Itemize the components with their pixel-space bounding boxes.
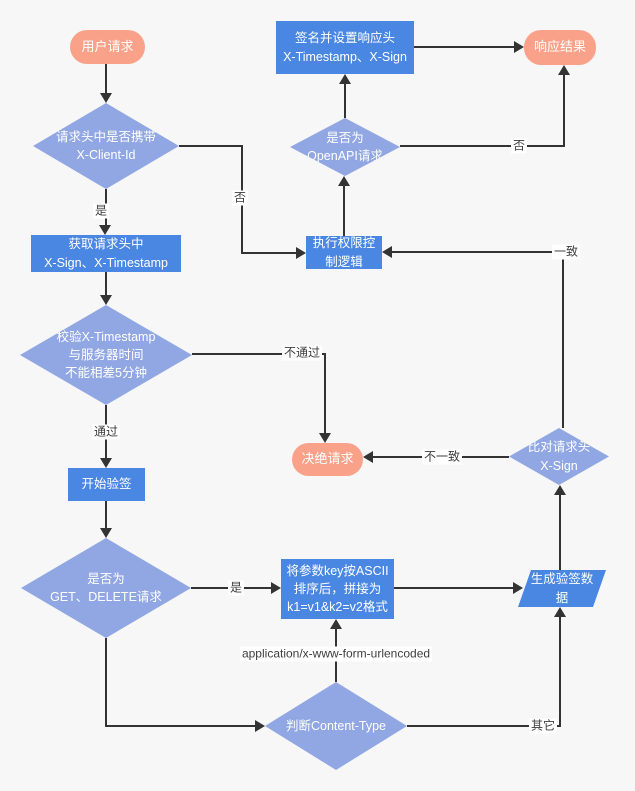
edge-openapi-to-sign-arrowhead-icon <box>339 74 351 84</box>
edge-label-sign-match: 一致 <box>551 244 581 260</box>
edge-contenttype-form-arrowhead-icon <box>330 619 342 629</box>
edge-clientid-no-line-h2 <box>241 252 297 254</box>
node-check-get-delete-label: 是否为 GET、DELETE请求 <box>50 571 162 604</box>
edge-sign-to-result-line <box>414 46 515 48</box>
edge-user-to-clientid-arrowhead-icon <box>100 93 112 103</box>
edge-timestamp-fail-arrowhead-icon <box>319 433 331 443</box>
edge-label-sign-notmatch: 不一致 <box>421 449 463 465</box>
edge-exec-to-openapi-arrowhead-icon <box>338 176 350 186</box>
edge-openapi-no-line-h <box>400 145 565 147</box>
edge-timestamp-fail-line-h <box>192 353 326 355</box>
edge-exec-to-openapi-line <box>343 185 345 236</box>
edge-getdelete-to-contenttype-arrowhead-icon <box>255 720 265 732</box>
edge-label-contenttype-form: application/x-www-form-urlencoded <box>239 646 433 662</box>
node-reject-request: 决绝请求 <box>292 443 363 476</box>
edge-sign-to-result-arrowhead-icon <box>514 41 524 53</box>
edge-openapi-to-sign-line <box>344 83 346 118</box>
edge-openapi-no-arrowhead-icon <box>558 65 570 75</box>
node-check-openapi-label: 是否为 OpenAPI请求 <box>307 130 383 163</box>
edge-gensign-to-compare-arrowhead-icon <box>554 485 566 495</box>
node-check-timestamp-label: 校验X-Timestamp 与服务器时间 不能相差5分钟 <box>56 329 156 381</box>
node-exec-permission: 执行权限控 制逻辑 <box>306 236 382 269</box>
edge-headers-to-timestamp-line <box>105 272 107 296</box>
edge-label-clientid-no: 否 <box>231 190 249 206</box>
edge-contenttype-other-line-h <box>407 725 560 727</box>
edge-contenttype-other-arrowhead-icon <box>554 607 566 617</box>
node-user-request: 用户请求 <box>70 30 145 64</box>
edge-sort-to-gensign-arrowhead-icon <box>513 582 523 594</box>
node-sort-params-label: 将参数key按ASCII 排序后，拼接为 k1=v1&k2=v2格式 <box>286 563 389 615</box>
node-gen-sign-data: 生成验签数 据 <box>518 570 606 607</box>
edge-label-contenttype-other: 其它 <box>528 718 558 734</box>
edge-clientid-no-arrowhead-icon <box>296 247 306 259</box>
edge-getdelete-to-contenttype-line-v <box>105 638 107 727</box>
node-response-result-label: 响应结果 <box>533 39 586 55</box>
edge-label-clientid-yes: 是 <box>92 203 110 219</box>
node-check-openapi: 是否为 OpenAPI请求 <box>290 118 400 176</box>
node-get-headers-label: 获取请求头中 X-Sign、X-Timestamp <box>44 237 168 270</box>
edge-clientid-yes-arrowhead-icon <box>99 225 111 235</box>
node-check-timestamp: 校验X-Timestamp 与服务器时间 不能相差5分钟 <box>20 305 192 405</box>
edge-label-timestamp-pass: 通过 <box>91 424 121 440</box>
edge-label-getdelete-yes: 是 <box>227 580 245 596</box>
node-sign-response-label: 签名并设置响应头 X-Timestamp、X-Sign <box>283 31 407 64</box>
node-get-headers: 获取请求头中 X-Sign、X-Timestamp <box>31 235 181 272</box>
edge-sign-match-arrowhead-icon <box>382 246 392 258</box>
edge-headers-to-timestamp-arrowhead-icon <box>100 295 112 305</box>
edge-getdelete-yes-arrowhead-icon <box>271 582 281 594</box>
node-response-result: 响应结果 <box>524 30 596 65</box>
edge-user-to-clientid-line <box>105 64 107 94</box>
edge-label-timestamp-fail: 不通过 <box>281 345 323 361</box>
edge-timestamp-fail-line-v <box>324 353 326 434</box>
edge-clientid-no-line-h1 <box>179 145 243 147</box>
node-gen-sign-data-label: 生成验签数 据 <box>530 572 594 605</box>
edge-sign-match-line-h <box>391 251 564 253</box>
edge-contenttype-other-line-v <box>559 617 561 727</box>
node-compare-sign: 比对请求头 X-Sign <box>509 428 609 485</box>
node-sign-response: 签名并设置响应头 X-Timestamp、X-Sign <box>276 21 414 74</box>
edge-label-openapi-no: 否 <box>510 138 528 154</box>
node-compare-sign-label: 比对请求头 X-Sign <box>527 440 591 473</box>
edge-gensign-to-compare-line <box>559 495 561 570</box>
node-exec-permission-label: 执行权限控 制逻辑 <box>312 236 376 269</box>
node-user-request-label: 用户请求 <box>81 38 134 54</box>
node-check-get-delete: 是否为 GET、DELETE请求 <box>21 538 191 638</box>
edge-timestamp-pass-arrowhead-icon <box>100 458 112 468</box>
node-start-verify-label: 开始验签 <box>81 477 132 492</box>
node-start-verify: 开始验签 <box>68 468 145 501</box>
node-check-content-type: 判断Content-Type <box>265 682 407 770</box>
node-check-client-id: 请求头中是否携带 X-Client-Id <box>33 103 179 189</box>
edge-getdelete-to-contenttype-line-h <box>105 725 256 727</box>
node-check-content-type-label: 判断Content-Type <box>285 718 387 733</box>
edge-sign-notmatch-arrowhead-icon <box>363 451 373 463</box>
edge-openapi-no-line-v <box>563 75 565 147</box>
edge-verify-to-getdelete-arrowhead-icon <box>100 528 112 538</box>
node-reject-request-label: 决绝请求 <box>301 451 354 467</box>
edge-sort-to-gensign-line <box>394 587 514 589</box>
edge-sign-match-line-v <box>562 252 564 428</box>
node-sort-params: 将参数key按ASCII 排序后，拼接为 k1=v1&k2=v2格式 <box>281 559 394 619</box>
node-check-client-id-label: 请求头中是否携带 X-Client-Id <box>55 129 156 162</box>
edge-verify-to-getdelete-line <box>105 501 107 529</box>
